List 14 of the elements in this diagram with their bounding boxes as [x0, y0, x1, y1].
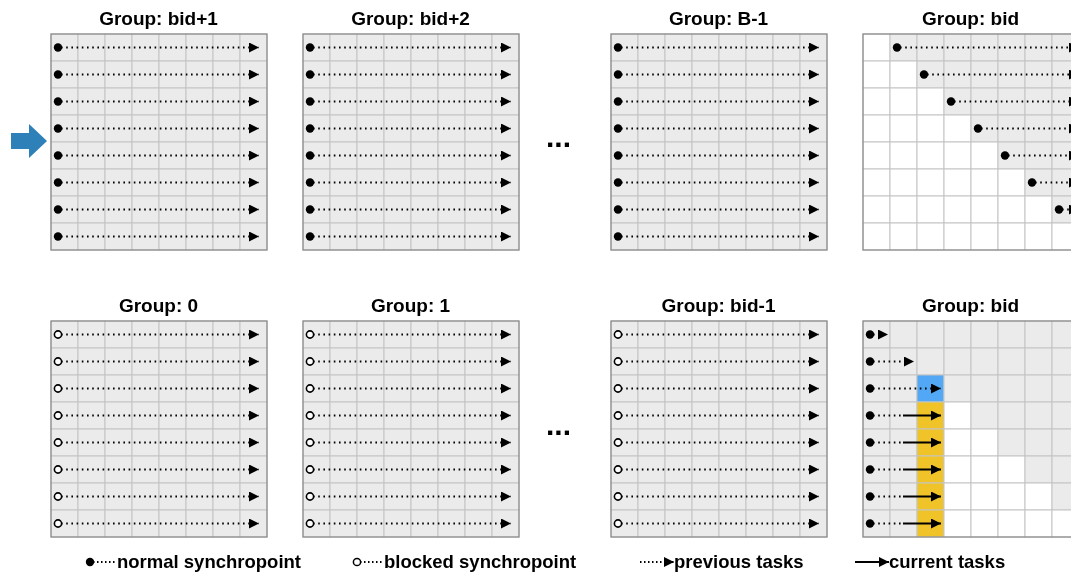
- group-title: Group: bid-1: [660, 295, 777, 317]
- group-title: Group: bid: [920, 295, 1021, 317]
- legend-label: current tasks: [889, 551, 1006, 573]
- group-title: Group: bid+1: [98, 8, 219, 30]
- ellipsis: ...: [546, 410, 571, 440]
- ellipsis: ...: [546, 122, 571, 152]
- group-title: Group: bid: [920, 8, 1021, 30]
- group-title: Group: B-1: [667, 8, 770, 30]
- group-title: Group: 1: [369, 295, 452, 317]
- legend-label: blocked synchropoint: [384, 551, 577, 573]
- group-title: Group: 0: [117, 295, 200, 317]
- legend-label: normal synchropoint: [117, 551, 301, 573]
- legend-label: previous tasks: [674, 551, 804, 573]
- group-title: Group: bid+2: [350, 8, 471, 30]
